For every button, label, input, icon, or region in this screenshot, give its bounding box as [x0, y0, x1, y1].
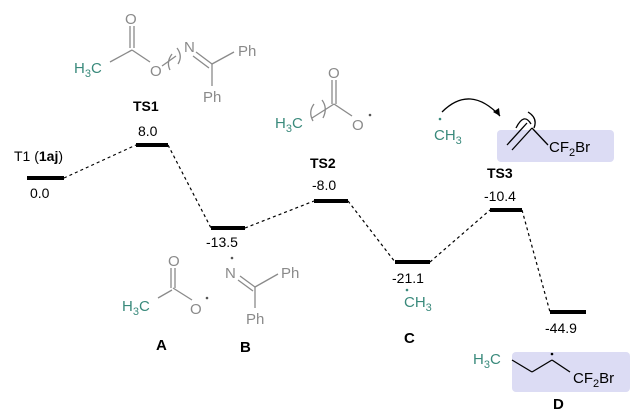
connector-ts3-d: [521, 209, 551, 313]
compound-a: O O H3C A: [122, 253, 209, 354]
energy-ts2: -8.0: [312, 177, 336, 193]
ts1-structure: O O N Ph Ph H3C: [74, 11, 256, 106]
connector-ts1-a: [167, 144, 212, 229]
ts2-structure: O O H3C: [275, 65, 372, 135]
a-letter: A: [156, 337, 167, 354]
ts2-o-double: O: [328, 65, 340, 82]
connector-t1-ts1: [63, 144, 137, 179]
connector-a-ts2: [244, 200, 315, 229]
compound-b: N Ph Ph B: [225, 256, 299, 356]
ts1-ph-right: Ph: [238, 43, 256, 60]
ts2-h3c: H3C: [275, 115, 303, 135]
c-letter: C: [404, 330, 415, 347]
energy-ts3: -10.4: [484, 188, 516, 204]
connector-ts2-c: [347, 200, 396, 263]
a-h3c: H3C: [122, 298, 150, 318]
a-radical-dot: [205, 296, 209, 300]
d-h3c: H3C: [473, 351, 501, 371]
c-radical-dot: [405, 288, 409, 292]
b-ph-right: Ph: [281, 265, 299, 282]
ts3-highlight: [497, 130, 614, 162]
energy-c: -21.1: [392, 270, 424, 286]
ts1-n: N: [184, 39, 195, 56]
b-letter: B: [240, 339, 251, 356]
label-ts3: TS3: [487, 165, 513, 181]
ts1-o-single: O: [150, 63, 162, 80]
ts1-ph-down: Ph: [203, 89, 221, 106]
c-ch3: CH3: [404, 294, 432, 314]
a-o-radical: O: [190, 301, 202, 318]
b-ph-down: Ph: [246, 311, 264, 328]
ts2-o-radical: O: [352, 117, 364, 134]
label-ts2: TS2: [310, 155, 336, 171]
d-letter: D: [553, 396, 564, 412]
energy-d: -44.9: [545, 320, 577, 336]
energy-ts1: 8.0: [138, 123, 158, 139]
d-highlight: [512, 352, 630, 392]
ts1-o-double: O: [125, 11, 137, 28]
ts3-cf2br: CF2Br: [549, 139, 590, 159]
connectors: [63, 144, 551, 313]
a-o-double: O: [168, 253, 180, 270]
energy-a: -13.5: [206, 234, 238, 250]
d-radical-dot: [550, 352, 554, 356]
ts3-radical-dot: [438, 117, 442, 121]
compound-d: H3C CF2Br D: [473, 351, 630, 412]
energy-levels: [27, 143, 586, 314]
ts1-h3c: H3C: [74, 60, 102, 80]
ts3-attack-arrow: [441, 98, 501, 117]
label-ts1: TS1: [133, 98, 159, 114]
connector-c-ts3: [429, 209, 491, 263]
b-n: N: [225, 265, 236, 282]
ts3-ch3: CH3: [434, 127, 462, 147]
ts3-structure: CH3 CF2Br: [434, 98, 614, 162]
compound-c: CH3 C: [404, 288, 432, 347]
b-radical-dot: [230, 256, 234, 260]
energy-t1: 0.0: [30, 185, 50, 201]
ts2-radical-dot: [368, 113, 372, 117]
label-t1: T1 (1aj): [14, 148, 63, 164]
d-cf2br: CF2Br: [573, 370, 614, 390]
